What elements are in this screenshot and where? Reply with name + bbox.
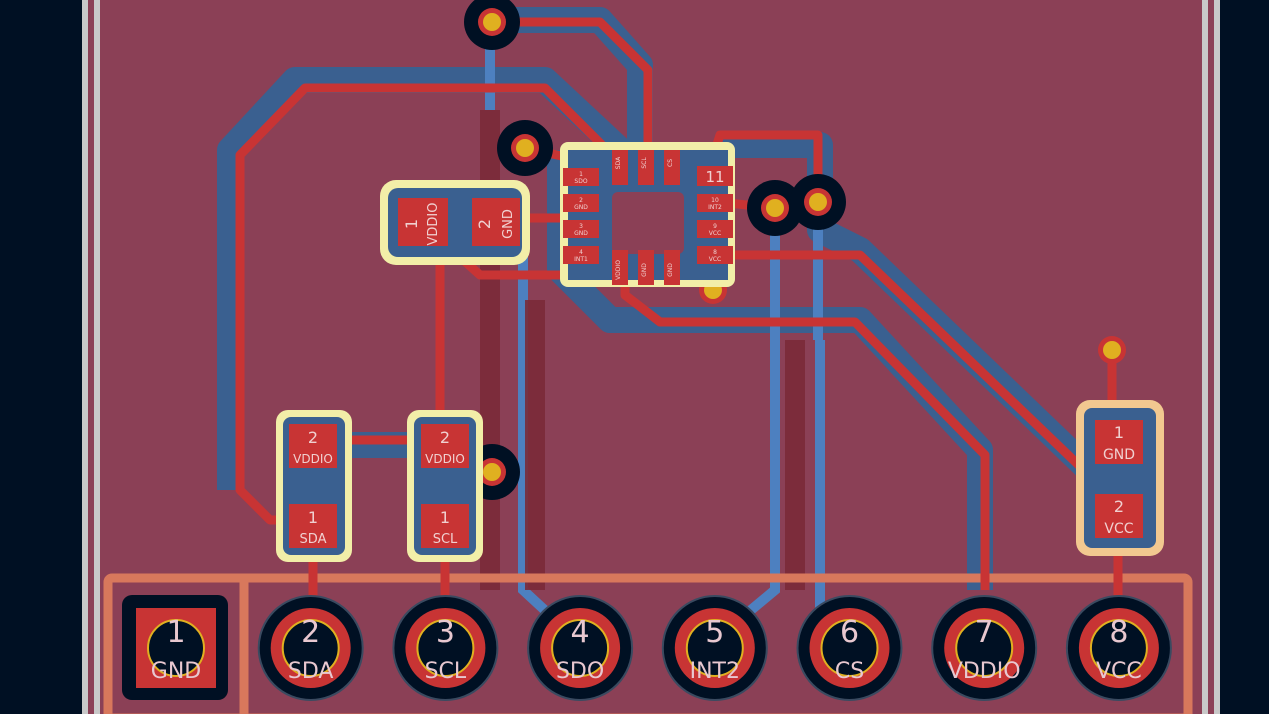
- pin-4-name: SDO: [556, 659, 604, 684]
- connector-pad-4: [551, 619, 610, 677]
- pin-7-name: VDDIO: [948, 659, 1021, 684]
- pin-4-number: 4: [571, 615, 590, 650]
- connector-pad-5: [685, 619, 744, 677]
- svg-text:VDDIO: VDDIO: [615, 260, 622, 280]
- svg-text:VDDIO: VDDIO: [293, 452, 333, 466]
- svg-text:SDA: SDA: [615, 156, 622, 169]
- connector-pad-2: [281, 619, 340, 677]
- vias: [464, 0, 1126, 500]
- resistor-sda: 2 VDDIO 1 SDA: [276, 410, 352, 562]
- svg-text:GND: GND: [574, 230, 588, 237]
- svg-text:GND: GND: [641, 263, 648, 277]
- connector-pads: [122, 595, 1172, 701]
- svg-text:8: 8: [713, 249, 717, 256]
- svg-text:GND: GND: [667, 263, 674, 277]
- svg-text:SDO: SDO: [574, 178, 587, 185]
- svg-text:11: 11: [705, 168, 724, 186]
- svg-text:VCC: VCC: [709, 256, 721, 263]
- svg-text:9: 9: [713, 223, 717, 230]
- svg-text:2: 2: [579, 197, 583, 204]
- pin-5-number: 5: [705, 615, 724, 650]
- svg-text:SCL: SCL: [641, 157, 648, 169]
- pin-6-name: CS: [835, 659, 864, 684]
- pin-2-name: SDA: [288, 659, 334, 684]
- connector-pad-3: [416, 619, 475, 677]
- capacitor-top: 1 VDDIO 2 GND: [380, 180, 530, 265]
- connector-pad-7: [955, 619, 1014, 677]
- pin-8-number: 8: [1109, 615, 1128, 650]
- connector-pad-8: [1089, 619, 1148, 677]
- svg-text:4: 4: [579, 249, 583, 256]
- svg-text:2: 2: [440, 428, 450, 447]
- pin-3-number: 3: [436, 615, 455, 650]
- pin-5-name: INT2: [690, 659, 740, 684]
- capacitor-right: 1 GND 2 VCC: [1076, 400, 1164, 556]
- pin-3-name: SCL: [425, 659, 467, 684]
- svg-text:1: 1: [440, 508, 450, 527]
- svg-text:10: 10: [711, 197, 719, 204]
- ic-footprint: [560, 142, 735, 287]
- svg-text:GND: GND: [1103, 447, 1135, 463]
- svg-text:CS: CS: [667, 159, 674, 167]
- pin-8-name: VCC: [1096, 659, 1142, 684]
- connector-outline: [103, 573, 1193, 714]
- resistor-scl: 2 VDDIO 1 SCL: [407, 410, 483, 562]
- connector-pad-6: [820, 619, 879, 677]
- svg-text:2: 2: [1114, 497, 1124, 516]
- svg-text:INT1: INT1: [574, 256, 588, 263]
- pin-1-name: GND: [151, 659, 201, 684]
- pin-1-number: 1: [166, 615, 185, 650]
- edge-inner-left: [88, 0, 94, 714]
- svg-text:INT2: INT2: [708, 204, 722, 211]
- svg-text:VCC: VCC: [1104, 521, 1133, 537]
- svg-text:SDA: SDA: [300, 532, 327, 547]
- svg-text:1: 1: [1114, 423, 1124, 442]
- pin-2-number: 2: [301, 615, 320, 650]
- svg-text:SCL: SCL: [433, 532, 458, 547]
- svg-text:1: 1: [402, 219, 421, 229]
- svg-text:1: 1: [308, 508, 318, 527]
- svg-text:VCC: VCC: [709, 230, 721, 237]
- svg-text:2: 2: [475, 219, 494, 229]
- svg-text:3: 3: [579, 223, 583, 230]
- svg-text:1: 1: [579, 171, 583, 178]
- pin-6-number: 6: [840, 615, 859, 650]
- svg-text:2: 2: [308, 428, 318, 447]
- svg-text:VDDIO: VDDIO: [426, 203, 441, 246]
- edge-inner-right: [1208, 0, 1214, 714]
- pin-7-number: 7: [975, 615, 994, 650]
- svg-text:VDDIO: VDDIO: [425, 452, 465, 466]
- svg-text:GND: GND: [501, 209, 516, 239]
- svg-text:GND: GND: [574, 204, 588, 211]
